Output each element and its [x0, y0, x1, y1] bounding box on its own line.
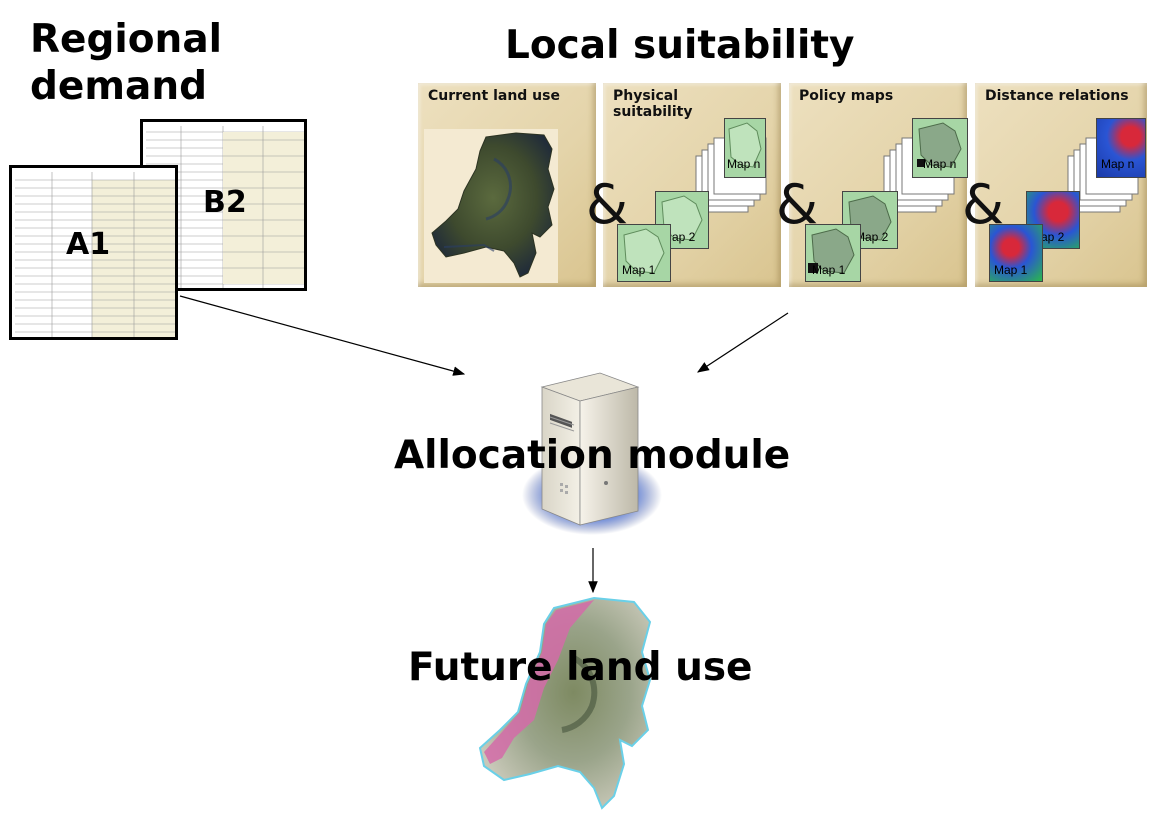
- map-label: Map 1: [812, 263, 846, 277]
- arrow-regional-to-allocation: [179, 295, 466, 376]
- future-land-use-heading: Future land use: [408, 645, 753, 690]
- policy-map-n: Map n: [912, 118, 968, 178]
- table-a1: A1: [9, 165, 178, 340]
- policy-map-1: Map 1: [805, 224, 861, 282]
- map-label: Map 1: [622, 263, 656, 277]
- ampersand-connector-3: &: [962, 173, 1005, 236]
- map-label: Map n: [923, 157, 957, 171]
- physical-map-1: Map 1: [617, 224, 671, 282]
- map-outline-icon: [728, 122, 762, 168]
- physical-map-n: Map n: [724, 118, 766, 178]
- server-computer-icon: [522, 372, 662, 535]
- map-label: Map 2: [855, 230, 889, 244]
- distance-map-n: Map n: [1096, 118, 1146, 178]
- netherlands-map-icon: [431, 132, 555, 278]
- panel-title-distance-relations: Distance relations: [985, 88, 1129, 104]
- panel-title-current-land-use: Current land use: [428, 88, 560, 104]
- map-label: Map 1: [994, 263, 1028, 277]
- map-outline-icon: [808, 228, 855, 274]
- table-b2-label: B2: [203, 185, 247, 220]
- distance-map-stack: Map n Map 2 Map 1: [986, 118, 1146, 286]
- ampersand-connector-2: &: [776, 173, 819, 236]
- map-label: Map n: [727, 157, 761, 171]
- local-suitability-heading: Local suitability: [505, 23, 855, 68]
- allocation-module-heading: Allocation module: [394, 433, 791, 478]
- arrow-local-to-allocation: [696, 312, 789, 373]
- map-label: Map n: [1101, 157, 1135, 171]
- map-outline-icon: [917, 122, 962, 168]
- panel-title-physical-suitability: Physical suitability: [613, 88, 693, 120]
- regional-demand-heading: Regional demand: [30, 17, 223, 109]
- physical-map-stack: Map n Map 2 Map 1: [614, 118, 767, 286]
- ampersand-connector-1: &: [586, 173, 629, 236]
- future-land-use-map-icon: [478, 596, 652, 810]
- panel-title-policy-maps: Policy maps: [799, 88, 894, 104]
- map-outline-icon: [623, 228, 665, 274]
- policy-map-stack: Map n Map 2 Map 1: [802, 118, 972, 286]
- distance-map-1: Map 1: [989, 224, 1043, 282]
- table-a1-label: A1: [66, 227, 111, 262]
- table-a1-grid: [15, 172, 175, 337]
- panel-current-land-use: Current land use: [418, 83, 596, 287]
